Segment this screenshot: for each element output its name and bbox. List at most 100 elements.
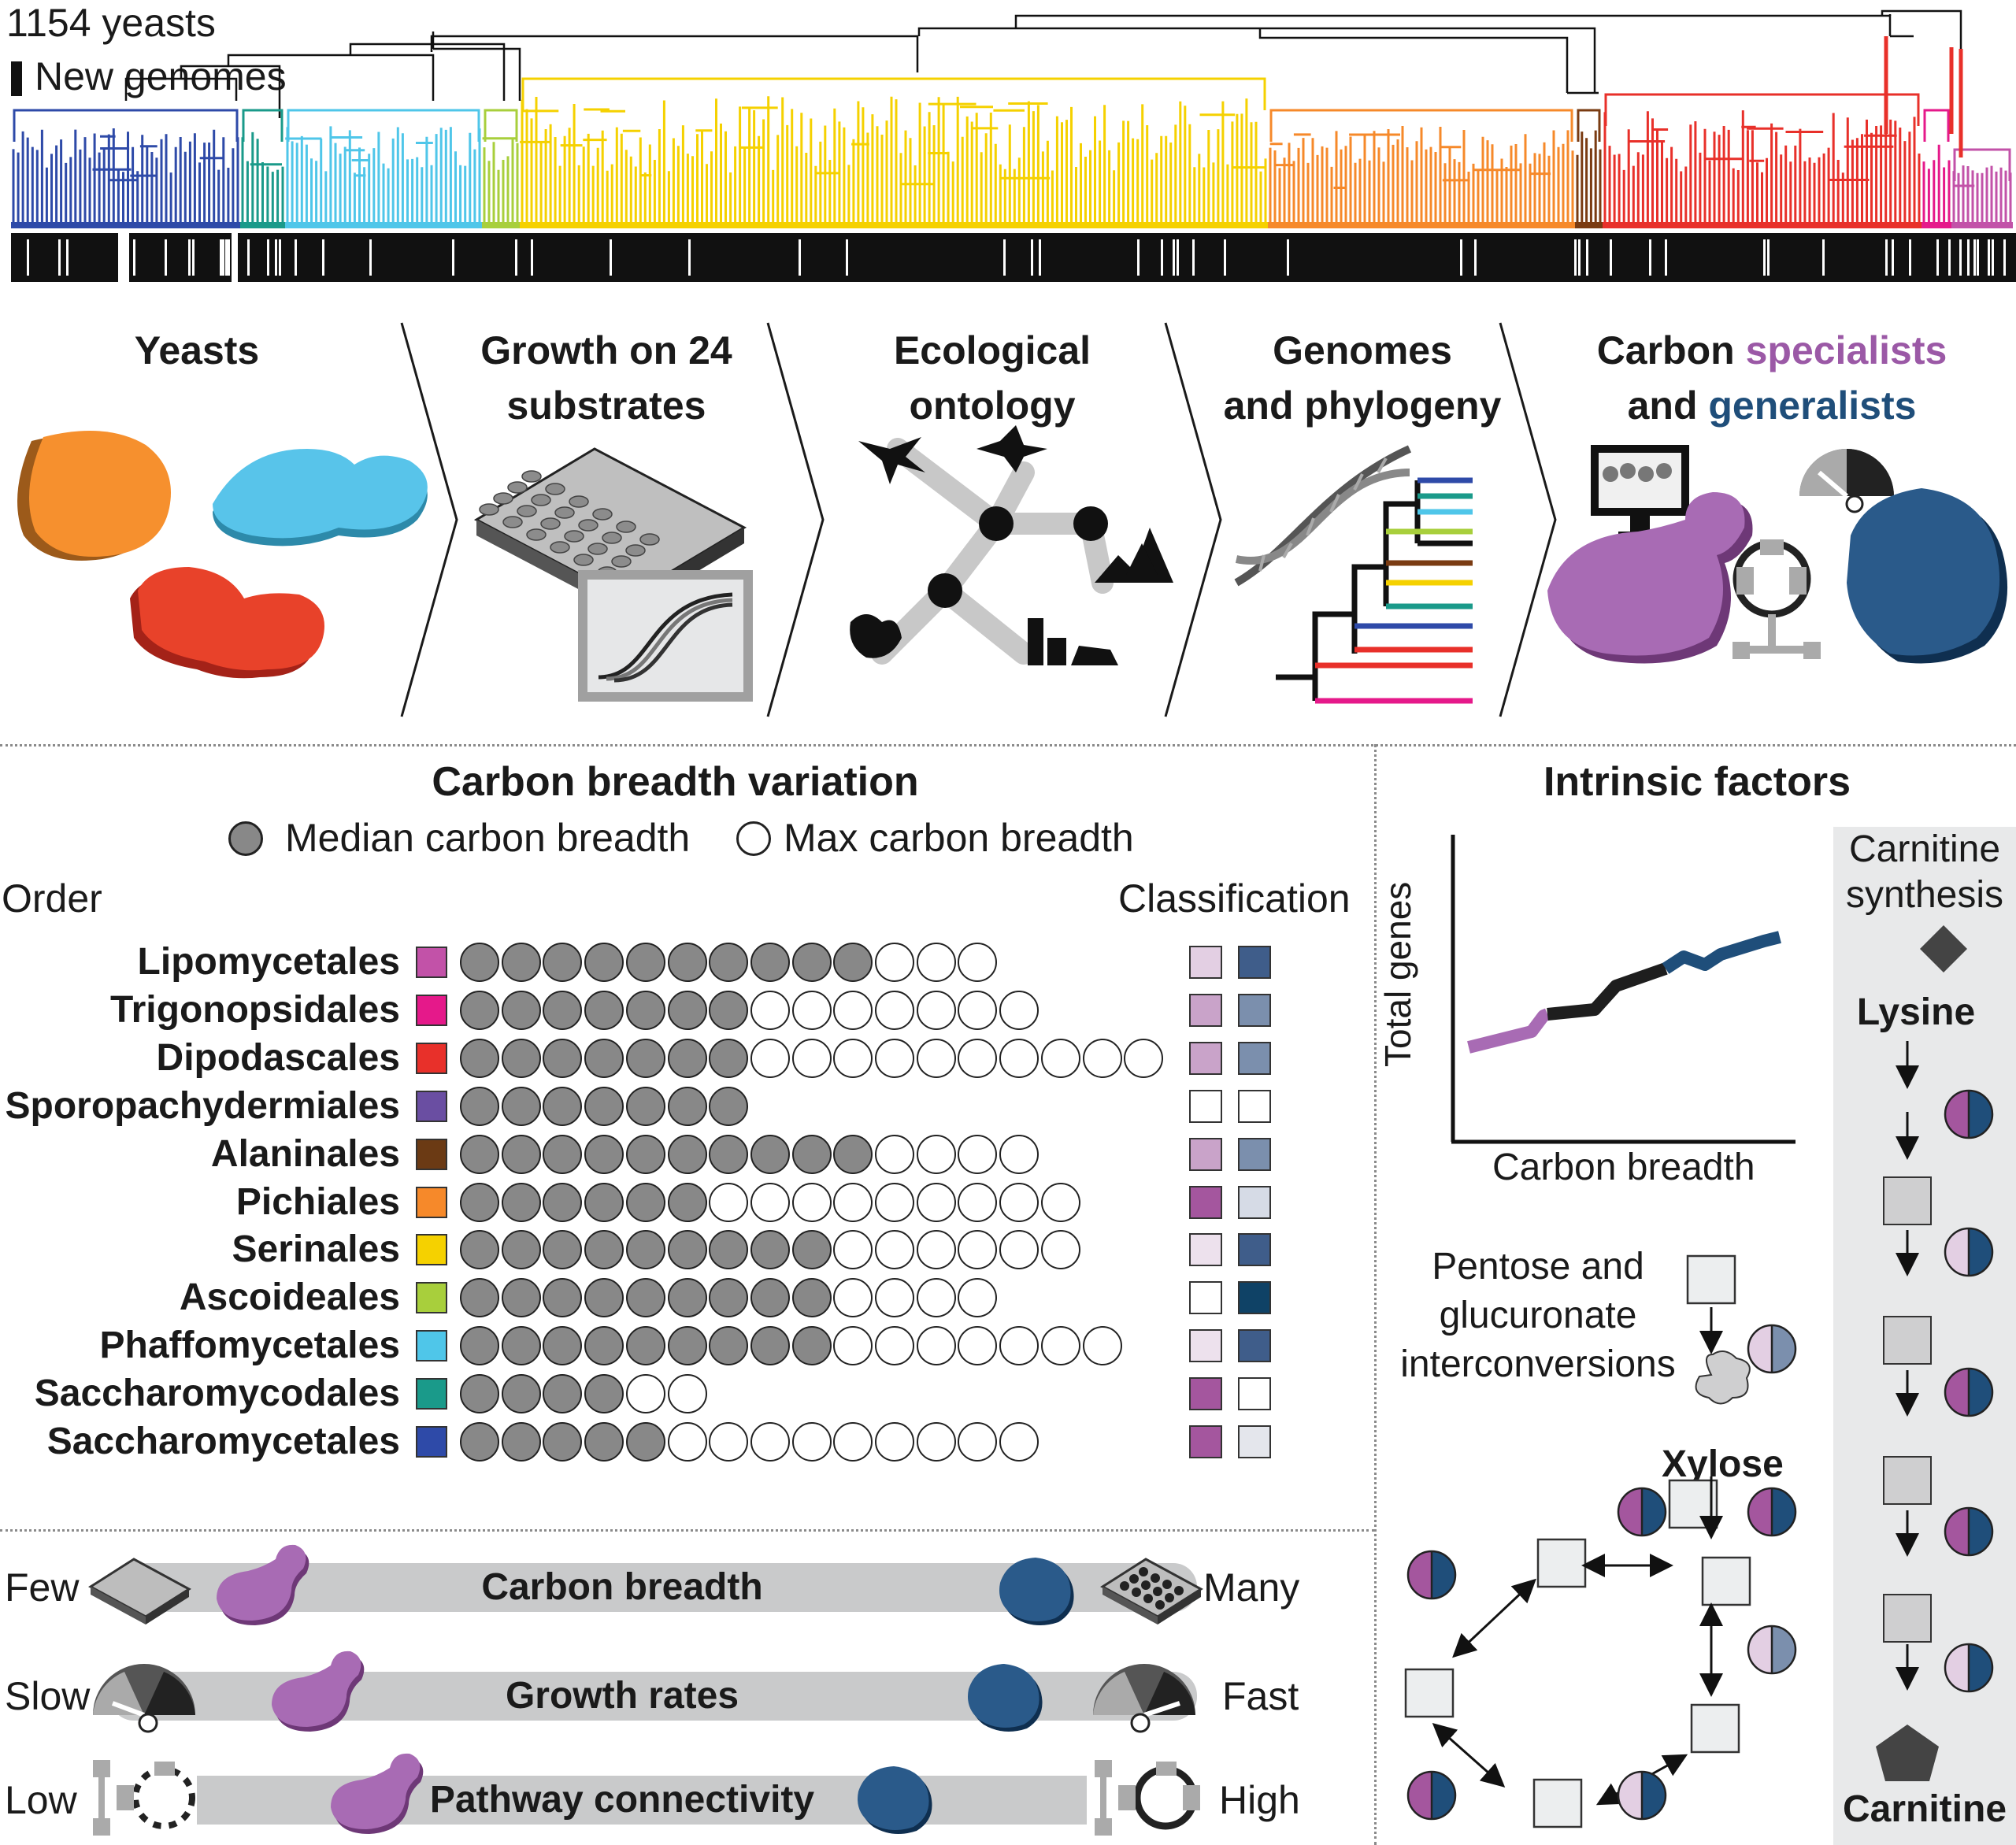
max-breadth-dot [750,1182,790,1222]
enzyme-half-circle-icon [1747,1487,1797,1537]
plate-well [493,492,513,505]
max-breadth-dot [791,1422,832,1462]
max-breadth-dot [958,1422,998,1462]
genome-bar-gap [1003,239,1006,276]
step-yeasts-title: Yeasts [134,328,260,372]
generalist-classification-swatch [1238,1233,1271,1267]
genome-bar-gap [1885,239,1888,276]
order-color-swatch [416,1378,447,1410]
enzyme-half-circle-icon [1747,1625,1797,1675]
generalist-classification-swatch [1238,1089,1271,1123]
median-breadth-dot [791,1278,832,1318]
median-breadth-dot [625,1230,665,1270]
median-breadth-dot [667,990,707,1030]
max-breadth-dot [916,943,956,982]
median-breadth-dot [791,1134,832,1174]
median-breadth-dot [584,1326,624,1366]
ecology-network-icon [850,425,1173,665]
median-breadth-dot [750,1230,790,1270]
genome-bar-gap [228,239,230,276]
plate-well [521,470,542,483]
max-breadth-dot [750,1422,790,1462]
genome-bar-gap [1578,239,1581,276]
step-illustrations [17,425,2008,704]
plate-well [507,481,528,494]
max-breadth-dot [709,1182,749,1222]
order-color-swatch [416,1282,447,1314]
tree-clade [482,109,519,228]
median-breadth-dot [543,1038,583,1078]
median-breadth-dot [625,1134,665,1174]
median-breadth-dot [584,1278,624,1318]
generalist-classification-swatch [1238,1329,1271,1363]
genome-bar-gap [688,239,691,276]
genome-bar-gap [1649,239,1651,276]
plate-well [564,530,584,543]
max-breadth-dot [958,1182,998,1222]
order-color-swatch [416,1138,447,1170]
tree-clade-base [240,222,285,228]
tree-clade-base [1575,222,1603,228]
genome-bar-gap [1959,239,1962,276]
tree-clade [241,109,284,228]
specialist-classification-swatch [1189,1185,1222,1219]
median-breadth-dot [667,1086,707,1126]
genome-bar-gap [1909,239,1911,276]
tree-clade [1952,148,2012,228]
max-breadth-dot [916,1038,956,1078]
max-breadth-dot [791,990,832,1030]
genome-bar-gap [1460,239,1462,276]
genome-bar-gap [1988,239,1990,276]
median-breadth-dot [501,1134,541,1174]
max-breadth-dot [916,1326,956,1366]
genome-bar-gap [2003,239,2006,276]
plate-well [625,544,646,557]
median-breadth-dot [543,1278,583,1318]
plate-well [587,543,608,555]
legend-median-label: Median carbon breadth [285,816,691,860]
max-breadth-dot [999,1134,1040,1174]
enzyme-half-circle-icon [1406,1770,1457,1821]
median-breadth-dot [460,1374,499,1414]
median-breadth-dot [625,1086,665,1126]
pathway-high-icon [1095,1760,1200,1836]
median-breadth-dot [584,1422,624,1462]
max-breadth-dot [999,1182,1040,1222]
median-breadth-dot [709,1278,749,1318]
plate-well [616,521,636,533]
tree-clade-base [1951,222,2013,228]
max-breadth-dot [667,1374,707,1414]
median-breadth-dot [460,1134,499,1174]
yeast-count-label: 1154 yeasts [6,1,216,45]
genome-bar-gap [452,239,454,276]
max-breadth-dot [833,1278,873,1318]
order-name: Phaffomycetales [99,1324,401,1367]
tree-clade [520,77,1267,228]
xylose-label: Xylose [1662,1443,1784,1485]
median-breadth-dot [667,1230,707,1270]
max-breadth-dot [667,1422,707,1462]
new-genomes-legend-swatch [11,61,22,96]
max-breadth-dot [875,1230,914,1270]
max-breadth-dot [833,1422,873,1462]
median-breadth-dot [543,943,583,982]
max-breadth-dot [958,943,998,982]
genome-bar-gap [225,239,228,276]
genome-bar-gap [118,233,129,282]
enzyme-half-circle-icon [1944,1643,1994,1693]
tree-clade-base [520,222,1268,228]
max-breadth-dot [916,1230,956,1270]
max-breadth-dot [1040,1182,1080,1222]
median-breadth-dot [709,1086,749,1126]
order-name: Dipodascales [156,1036,400,1079]
specialist-classification-swatch [1189,1377,1222,1411]
genome-bar-gap [1474,239,1477,276]
genome-bar-gap [1767,239,1770,276]
max-breadth-dot [916,1134,956,1174]
genome-bar-gap [232,233,238,282]
lysine-label: Lysine [1856,991,1976,1033]
median-breadth-dot [667,1038,707,1078]
genome-bar-gap [275,239,277,276]
tree-clade-base [1922,222,1951,228]
order-name: Alaninales [210,1132,400,1175]
